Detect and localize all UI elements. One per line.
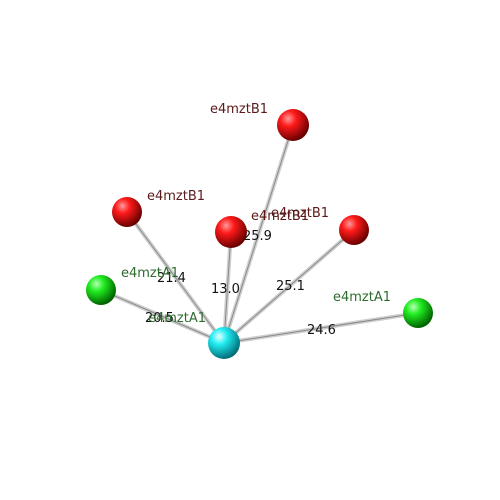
distance-label: 25.9 [243,229,272,244]
atom-label: e4mztB1 [147,189,205,204]
atom-red[interactable] [277,109,309,141]
atom-label: e4mztB1 [210,102,268,117]
atom-label: e4mztA1 [148,311,206,326]
atom-label: e4mztB1 [271,206,329,221]
atom-label: e4mztA1 [121,266,179,281]
atom-layer [86,109,433,359]
atom-red[interactable] [112,197,142,227]
atom-cyan-center[interactable] [208,327,240,359]
distance-label: 13.0 [211,282,240,297]
atom-label-layer: e4mztB1 e4mztB1 e4mztB1 e4mztB1 e4mztA1 … [121,102,391,326]
distance-label: 20.5 [145,311,174,326]
bond-layer [100,124,419,345]
atom-red[interactable] [215,216,247,248]
atom-label: e4mztB1 [251,209,309,224]
atom-green[interactable] [86,275,116,305]
distance-label: 21.4 [157,271,186,286]
distance-label: 24.6 [307,323,336,338]
atom-label: e4mztA1 [333,290,391,305]
atom-green[interactable] [403,298,433,328]
atom-red[interactable] [339,215,369,245]
distance-label: 25.1 [276,279,305,294]
distance-label-layer: 21.4 25.9 13.0 25.1 20.5 24.6 [145,229,336,338]
